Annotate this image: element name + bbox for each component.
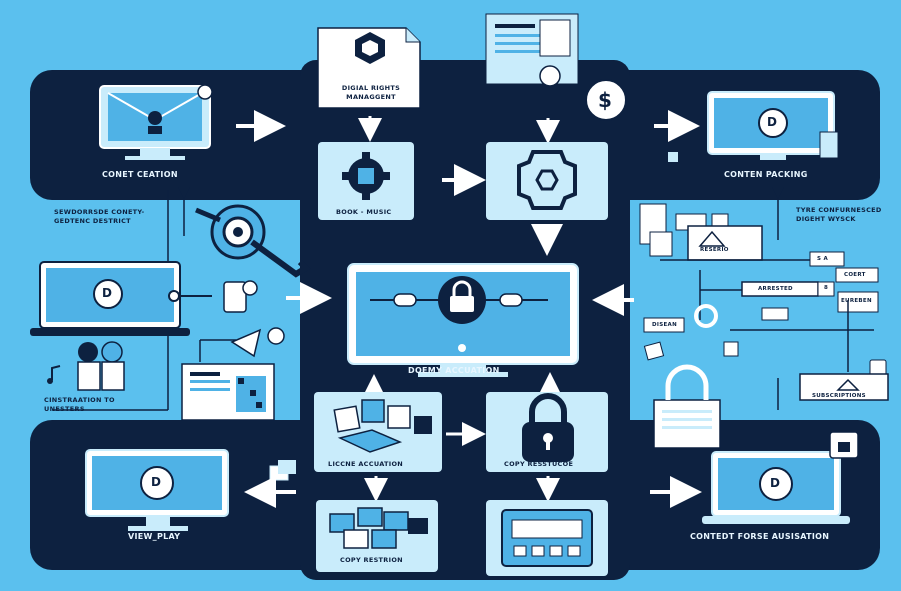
contedt-forse-label: CONTEDT FORSE AUSISATION bbox=[690, 532, 830, 541]
cards-icon bbox=[316, 500, 438, 572]
copy-restucoe-label: COPY RESSTUCOE bbox=[504, 460, 574, 468]
left-bottom-note: CINSTRAATION TO UNESTERS bbox=[44, 396, 115, 413]
num-8-label: 8 bbox=[824, 285, 829, 291]
monitor-icon bbox=[85, 449, 229, 531]
monitor-icon bbox=[668, 91, 839, 162]
copy-restrion-label: COPY RESTRION bbox=[340, 556, 403, 564]
left-top-note: SEWDORRSDE CONETY-GEDTENC DESTRICT bbox=[54, 208, 145, 225]
right-top-note: TYRE CONFURNESCED DIGEHT WYSCK bbox=[796, 206, 882, 223]
disean-label: DISEAN bbox=[652, 322, 677, 328]
music-note-icon bbox=[223, 280, 258, 313]
drm-title: DIGIAL RIGHTS MANAGGENT bbox=[341, 84, 401, 101]
monitor-icon bbox=[99, 84, 213, 160]
document-icon bbox=[181, 327, 285, 421]
document-icon bbox=[317, 27, 421, 109]
doemy-accuation-label: DOEMY ACCUATION bbox=[408, 366, 500, 375]
d-letter-top: D bbox=[767, 115, 778, 129]
dollar-sign: $ bbox=[598, 88, 613, 112]
people-icon bbox=[47, 341, 125, 391]
padlock-icon bbox=[653, 364, 721, 449]
d-letter-laptop: D bbox=[102, 286, 113, 300]
key-icon bbox=[195, 204, 311, 278]
coert-label: COERT bbox=[844, 272, 866, 278]
padlock-icon bbox=[486, 392, 608, 472]
conet-creation-label: CONET CEATION bbox=[102, 170, 178, 179]
flowchart-icon bbox=[636, 187, 889, 410]
reserio-label: RESERIO bbox=[700, 247, 729, 253]
subscriptions-label: SUBSCRIPTIONS bbox=[812, 393, 866, 399]
arrested-label: ARRESTED bbox=[758, 286, 793, 292]
d-letter-view: D bbox=[151, 475, 162, 489]
view-play-label: VIEW_PLAY bbox=[128, 532, 181, 541]
laptop-icon bbox=[30, 261, 190, 336]
d-letter-laptop-right: D bbox=[770, 476, 781, 490]
cards-icon bbox=[314, 392, 442, 472]
book-music-label: BOOK - MUSIC bbox=[336, 208, 392, 216]
padlock-icon bbox=[347, 263, 579, 377]
conten-packing-label: CONTEN PACKING bbox=[724, 170, 808, 179]
media-player-icon bbox=[486, 500, 608, 576]
gear-icon bbox=[486, 142, 608, 220]
eureben-label: EUREBEN bbox=[841, 298, 872, 304]
dollar-coin-icon bbox=[485, 13, 627, 121]
num-5a-label: S A bbox=[817, 256, 829, 262]
licence-accuation-label: LICCNE ACCUATION bbox=[328, 460, 404, 468]
gear-icon bbox=[318, 142, 414, 220]
laptop-icon bbox=[702, 431, 859, 524]
